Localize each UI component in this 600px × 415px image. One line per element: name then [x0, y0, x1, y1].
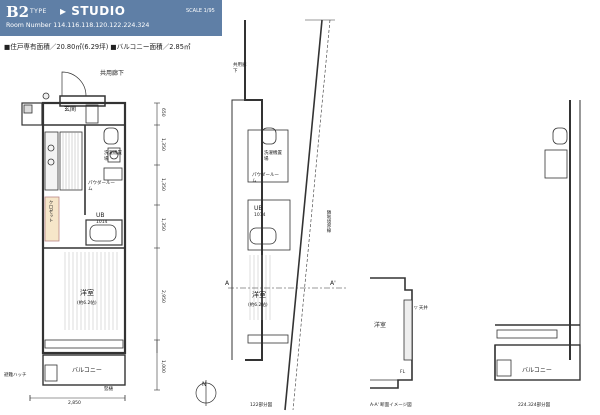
- hatch-note: 避難ハッチ: [4, 373, 27, 378]
- dim-1350-c: 1,350: [160, 218, 165, 231]
- western-room-label: 洋室: [80, 289, 94, 297]
- type-code: B2: [6, 3, 30, 21]
- ub-size-label: 1014: [96, 220, 108, 225]
- dim-2950: 2,950: [160, 290, 165, 303]
- section-ceiling-label: ▽ 天井: [414, 306, 428, 311]
- entrance-label: 玄関: [64, 106, 77, 113]
- drain-note: 竪樋: [104, 387, 113, 392]
- header-band: [0, 0, 222, 36]
- section-a-left: A: [225, 280, 230, 287]
- room-number: Room Number 114.116.118.120.122.224.324: [6, 22, 150, 29]
- balcony-label: バルコニー: [72, 367, 102, 374]
- dim-650: 650: [160, 108, 165, 117]
- studio-label: ▸ STUDIO: [60, 4, 126, 18]
- part-122-caption: 122部分図: [250, 403, 273, 408]
- corridor-label: 共用廊下: [100, 70, 125, 77]
- type-word: TYPE: [30, 8, 47, 15]
- ub-label: UB: [96, 212, 105, 219]
- powder-room-right-label: パウダールーム: [252, 173, 279, 184]
- unit-outer-wall: [41, 101, 127, 355]
- boundary-label: 隣地境界線: [326, 210, 331, 233]
- corridor-right-label: 共用廊下: [233, 63, 247, 74]
- dim-1000: 1,000: [160, 360, 165, 373]
- balcony-right-label: バルコニー: [522, 367, 552, 374]
- western-room-size: (約6.2帖): [77, 301, 97, 306]
- scale-label: SCALE 1/95: [186, 8, 215, 14]
- ub-right-label: UB: [254, 205, 263, 212]
- section-floor-label: FL: [400, 370, 406, 375]
- dim-2850: 2,850: [68, 401, 81, 406]
- western-room-right-size: (約6.2帖): [248, 303, 268, 308]
- dim-1350-b: 1,350: [160, 178, 165, 191]
- section-room-label: 洋室: [374, 322, 387, 329]
- area-info: ■住戸専有面積／20.80㎡(6.29坪) ■バルコニー面積／2.85㎡: [4, 43, 191, 51]
- laundry-right-label: 洗濯機置場: [264, 151, 282, 162]
- laundry-label: 洗濯機置場: [104, 151, 122, 162]
- dim-1350-a: 1,350: [160, 138, 165, 151]
- north-label: N: [202, 381, 207, 388]
- powder-room-label: パウダールーム: [88, 181, 115, 192]
- section-a-right: A': [330, 280, 336, 287]
- part-224-caption: 224.324部分図: [518, 403, 551, 408]
- closet-label: クロゼット: [48, 200, 53, 223]
- ub-size-right-label: 1014: [254, 213, 266, 218]
- western-room-right-label: 洋室: [252, 291, 266, 299]
- section-caption: A-A' 断面イメージ図: [370, 403, 412, 408]
